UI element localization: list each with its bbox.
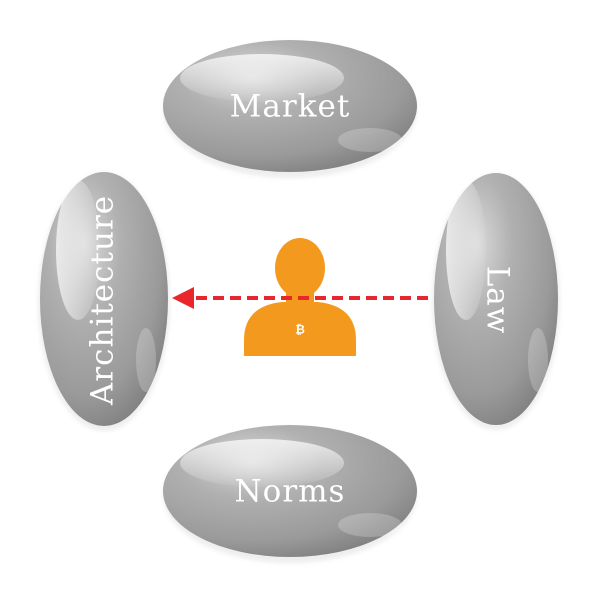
dashed-arrow (172, 287, 428, 309)
norms-label: Norms (235, 474, 346, 510)
architecture-node: Architecture (38, 172, 170, 431)
architecture-label: Architecture (85, 195, 121, 406)
market-label: Market (230, 89, 351, 125)
arrow-head-icon (172, 287, 194, 309)
bitcoin-icon: ₿ (295, 323, 305, 337)
law-label: Law (480, 266, 516, 335)
market-node: Market (163, 40, 417, 178)
law-node: Law (432, 173, 560, 430)
norms-node: Norms (163, 425, 417, 563)
